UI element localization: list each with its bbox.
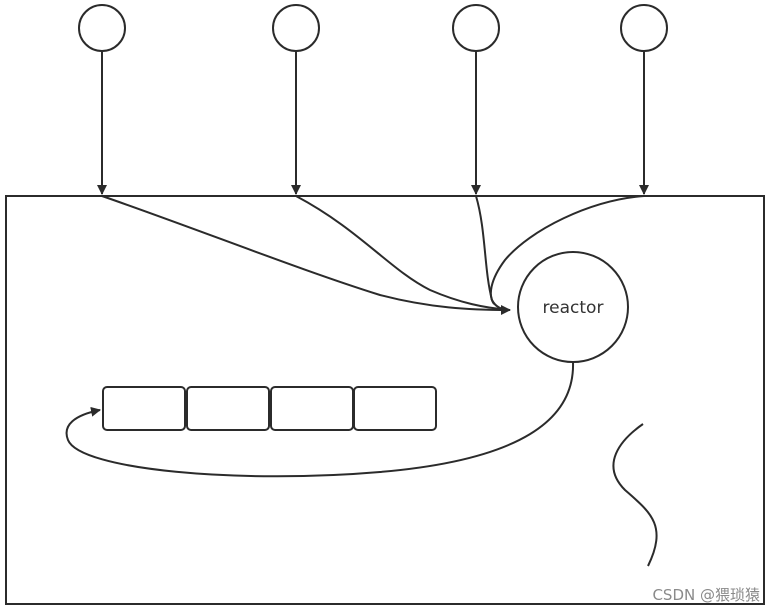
task-queue (102, 386, 437, 431)
connection-curve-4 (489, 195, 645, 305)
client-2 (272, 4, 320, 195)
queue-cell (186, 386, 270, 431)
queue-cell (353, 386, 437, 431)
queue-cell (102, 386, 186, 431)
reactor-node: reactor (517, 251, 629, 363)
client-1 (78, 4, 126, 195)
connection-curve-2 (295, 195, 511, 311)
client-4 (620, 4, 668, 195)
queue-cell (270, 386, 354, 431)
connection-curve-1 (101, 195, 511, 315)
connection-curve-3 (475, 195, 511, 311)
dispatch-curve (65, 361, 575, 478)
server-box (5, 195, 765, 605)
watermark: CSDN @猥琐猿 (652, 586, 760, 604)
thread-wave (612, 423, 658, 567)
client-3 (452, 4, 500, 195)
reactor-label: reactor (543, 298, 604, 318)
